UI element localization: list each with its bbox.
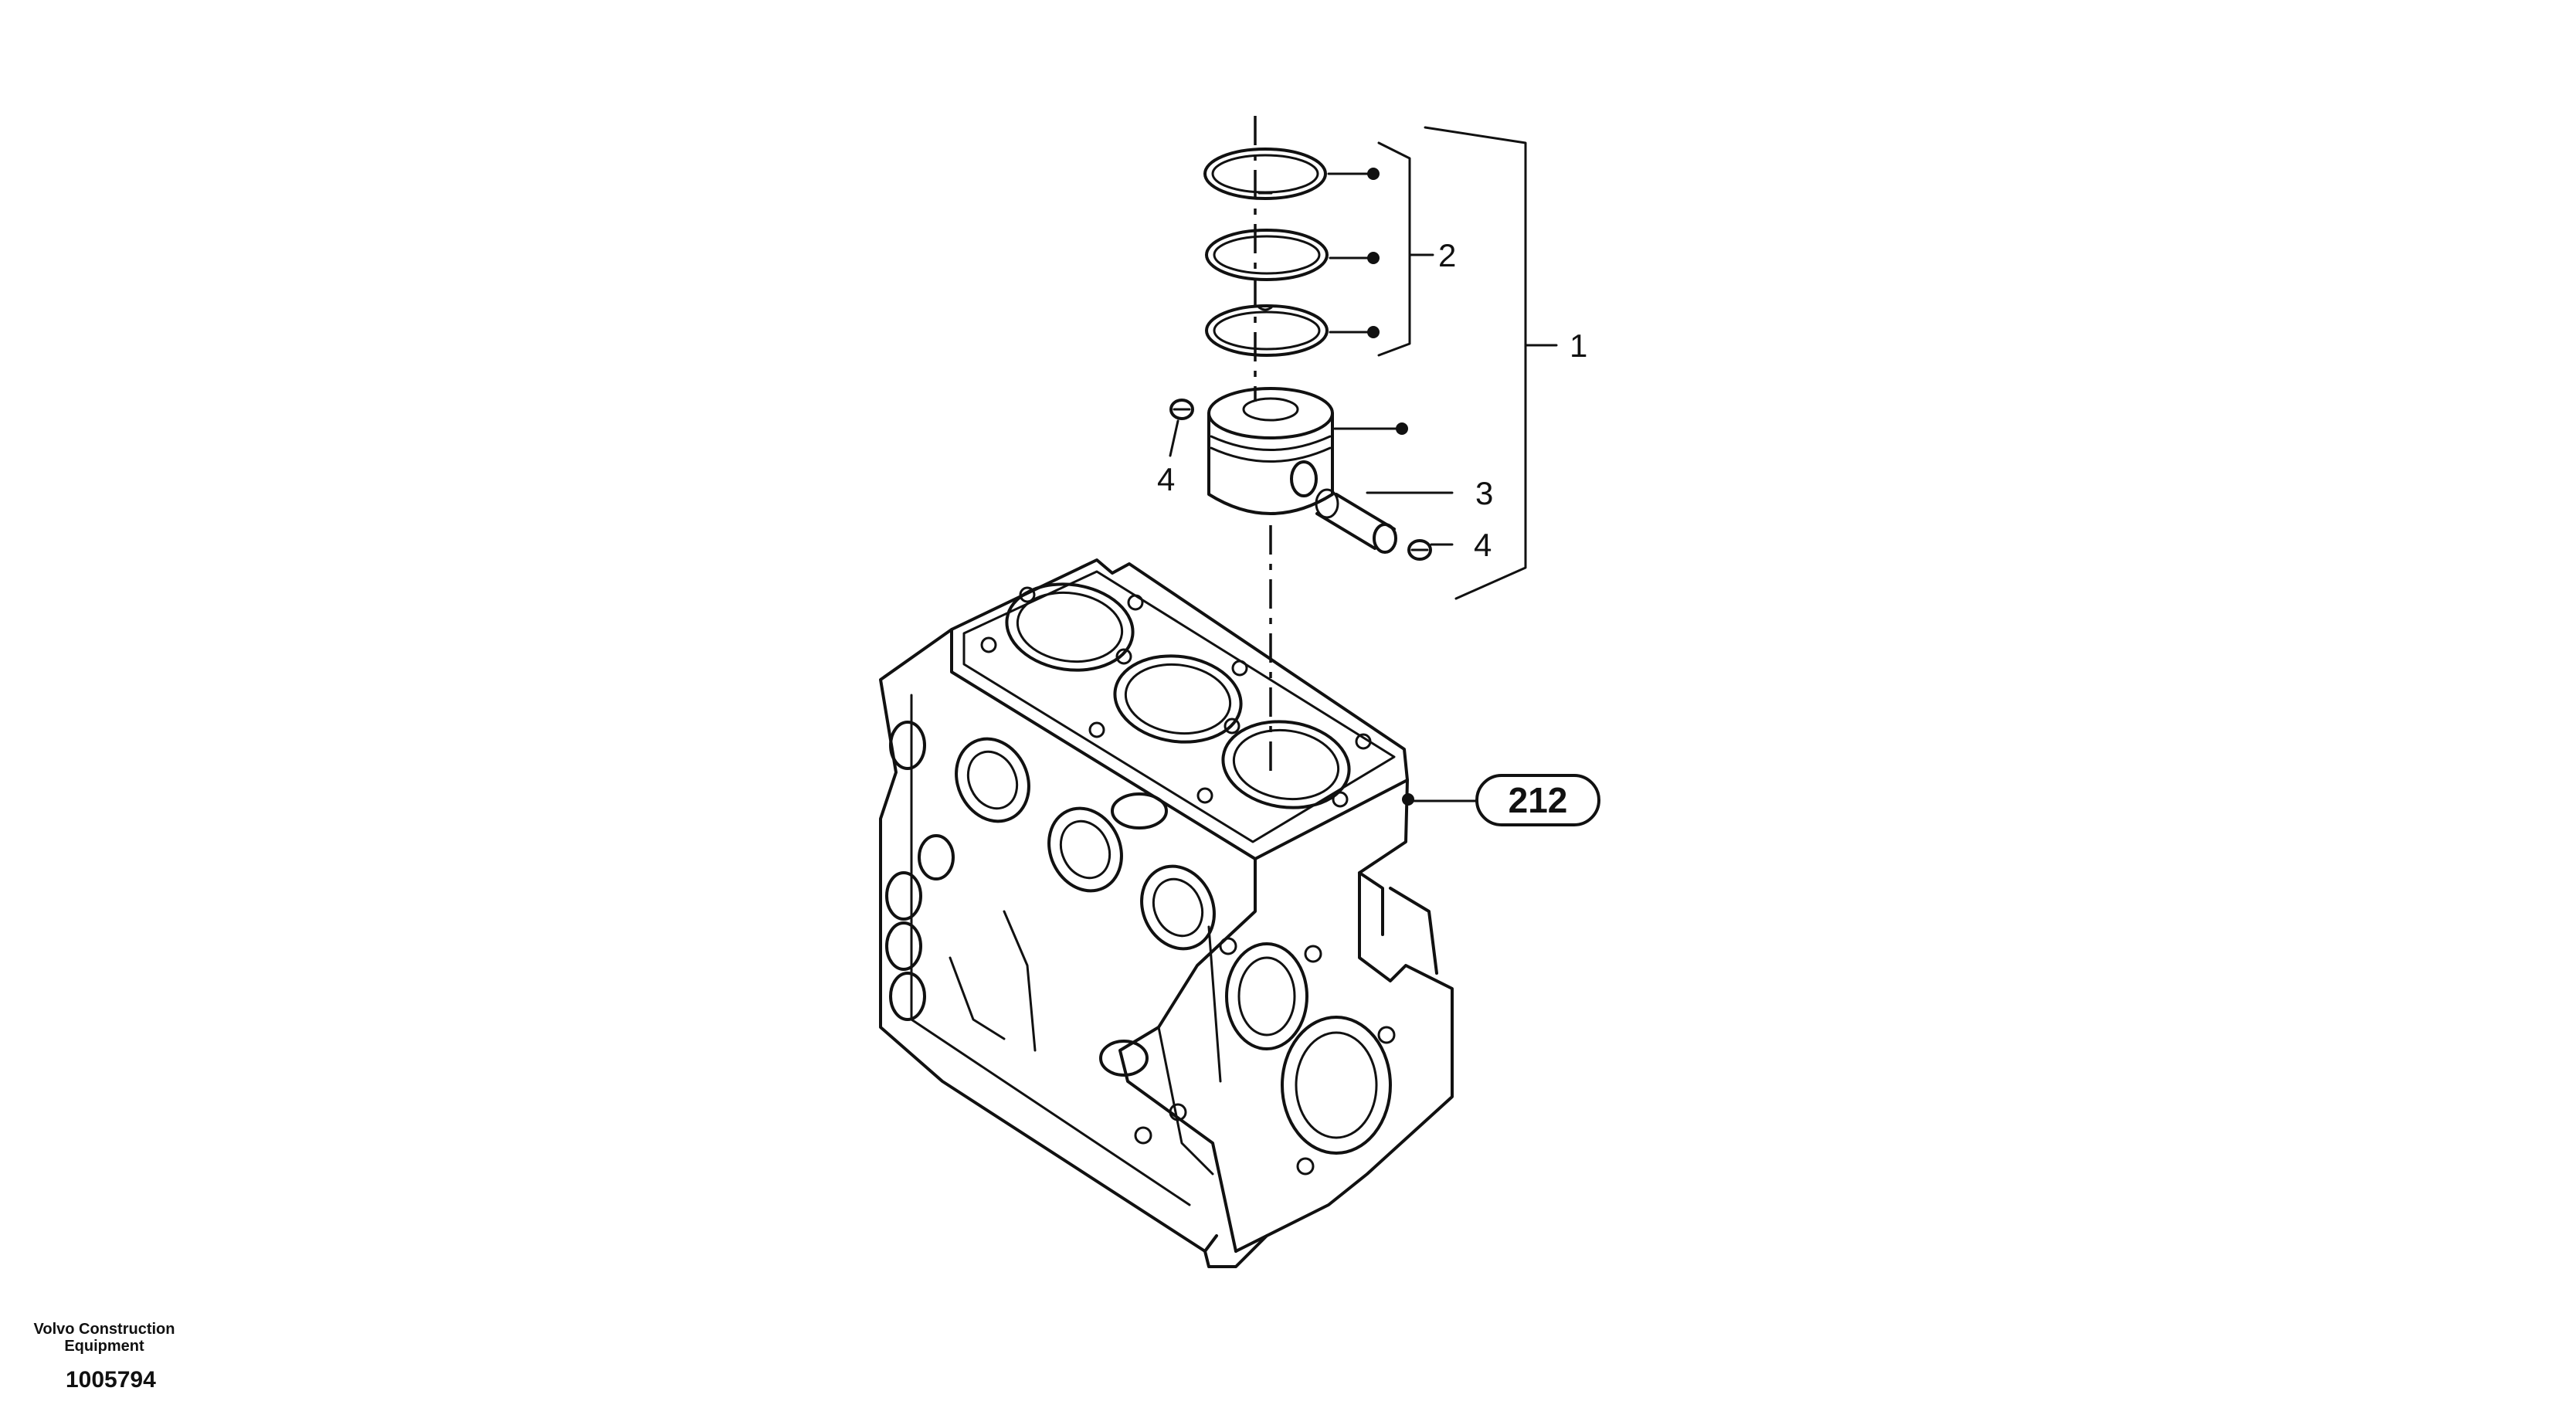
circlip-right: [1407, 539, 1432, 561]
drawing-number: 1005794: [66, 1367, 156, 1393]
callout-2: 2: [1438, 237, 1456, 273]
piston-ring-top: [1203, 148, 1327, 200]
brand-line-2: Equipment: [64, 1338, 144, 1355]
piston-ring-oil: [1205, 304, 1329, 357]
brand-line-1: Volvo Construction: [33, 1321, 175, 1338]
leaders: [1169, 126, 1558, 806]
circlip-left: [1169, 399, 1194, 420]
piston-ring-middle: [1205, 229, 1329, 281]
callout-3: 3: [1475, 475, 1493, 511]
reference-capsule[interactable]: 212: [1475, 774, 1600, 826]
brand-label: Volvo Construction Equipment: [23, 1321, 185, 1355]
callout-4-right: 4: [1474, 527, 1492, 563]
callout-4-left: 4: [1157, 461, 1175, 497]
piston: [1207, 387, 1334, 515]
engine-block: [879, 558, 1454, 1268]
callout-1: 1: [1570, 327, 1587, 364]
piston-pin: [1315, 488, 1397, 554]
reference-label: 212: [1509, 780, 1568, 820]
